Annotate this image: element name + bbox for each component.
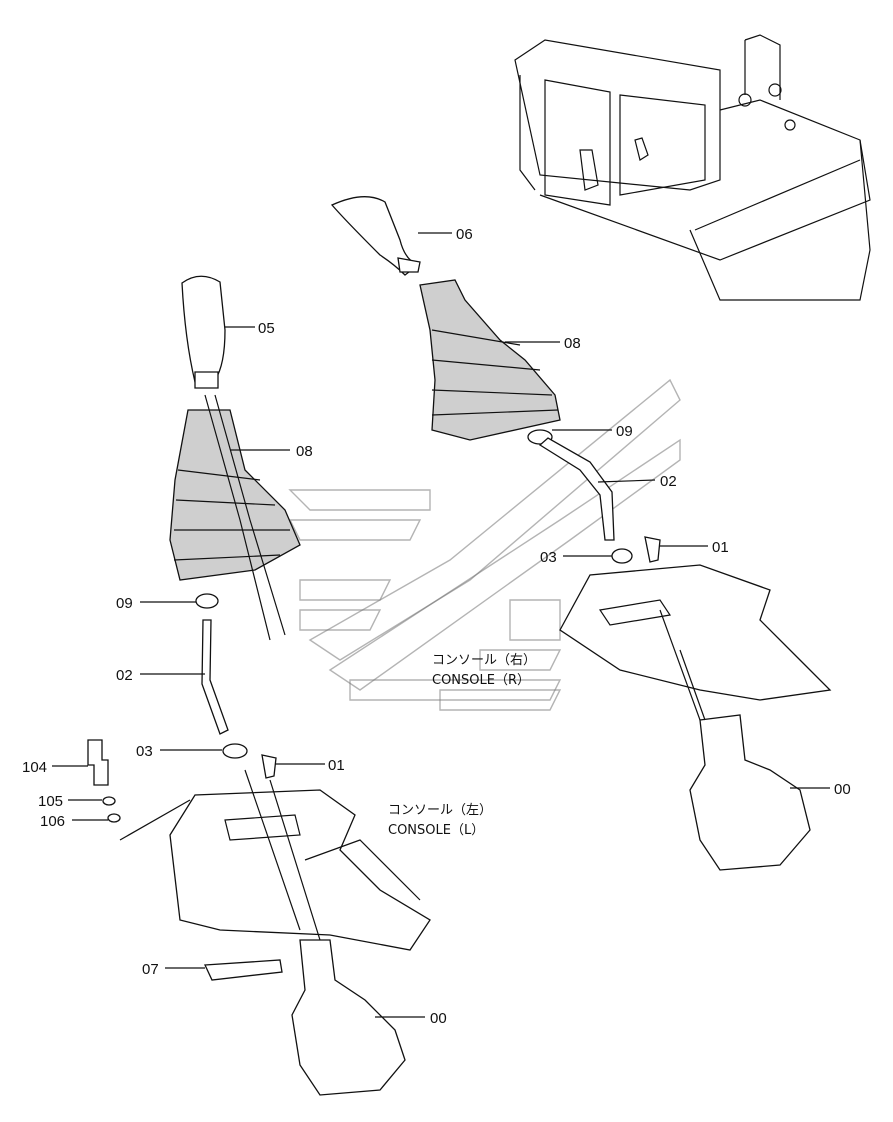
band-left-icon [204, 959, 283, 981]
bolt-right-icon [644, 536, 661, 563]
console-left-caption-en: CONSOLE（L） [388, 823, 484, 838]
part-number-08-left: 08 [296, 443, 313, 460]
knob-right-icon [330, 196, 421, 276]
console-right-caption-en: CONSOLE（R） [432, 673, 530, 688]
part-number-01-left: 01 [328, 757, 345, 774]
part-number-09-left: 09 [116, 595, 133, 612]
part-number-00-right: 00 [834, 781, 851, 798]
part-number-08-right: 08 [564, 335, 581, 352]
part-number-01-right: 01 [712, 539, 729, 556]
part-number-02-right: 02 [660, 473, 677, 490]
console-right-icon [559, 564, 832, 701]
part-number-06: 06 [456, 226, 473, 243]
boot-left-icon [169, 394, 301, 641]
washer-left-icon [222, 743, 248, 759]
part-number-03-right: 03 [540, 549, 557, 566]
stud-left-icon [87, 739, 121, 823]
watermark-logo [288, 378, 681, 711]
boot-right-icon [419, 279, 561, 441]
leader-lines [52, 232, 830, 1018]
knob-left-icon [181, 275, 226, 389]
part-number-05: 05 [258, 320, 275, 337]
part-number-104: 104 [22, 759, 47, 776]
washer-right-icon [611, 548, 633, 564]
valve-left-icon [244, 769, 406, 1096]
part-number-02-left: 02 [116, 667, 133, 684]
console-right-caption-ja: コンソール（右） [432, 653, 536, 668]
rod-right-icon [538, 437, 615, 541]
nut-left-icon [195, 593, 219, 609]
part-number-09-right: 09 [616, 423, 633, 440]
part-number-00-left: 00 [430, 1010, 447, 1027]
excavator-overview-icon [514, 34, 871, 301]
part-number-07: 07 [142, 961, 159, 978]
part-number-105: 105 [38, 793, 63, 810]
rod-left-icon [201, 619, 229, 735]
bolt-left-icon [261, 754, 277, 779]
console-left-caption-ja: コンソール（左） [388, 803, 492, 818]
console-left-icon [119, 789, 431, 951]
part-number-106: 106 [40, 813, 65, 830]
part-number-03-left: 03 [136, 743, 153, 760]
valve-right-icon [659, 609, 811, 871]
